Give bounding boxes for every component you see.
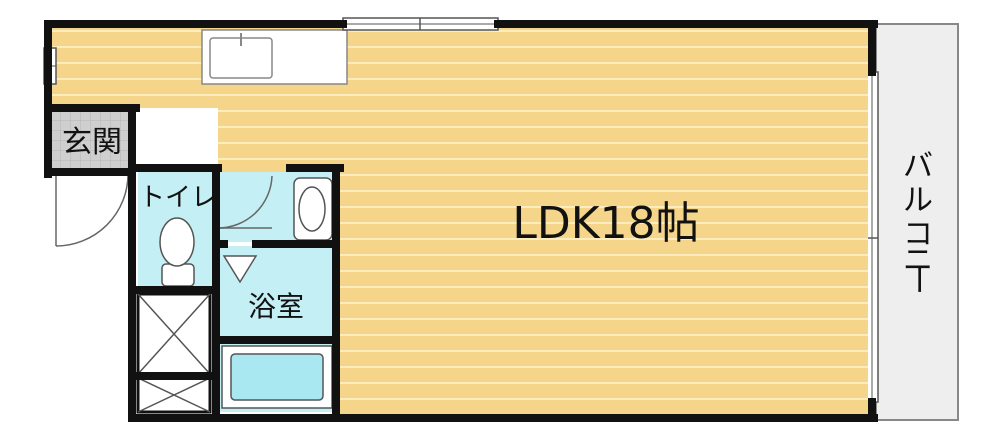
top-window	[342, 17, 499, 31]
toilet-label: トイレ	[139, 183, 217, 213]
balcony-label-char: ニ	[903, 243, 933, 278]
balcony-label-char: ー	[900, 265, 935, 295]
kitchen-counter	[201, 29, 348, 85]
entry-door	[55, 173, 130, 247]
balcony-label: バ ル コ ニ ー	[900, 149, 935, 295]
genkan-area	[52, 112, 132, 168]
washroom	[217, 172, 336, 242]
genkan-label: 玄関	[62, 125, 122, 160]
ldk-room	[52, 26, 868, 416]
balcony-label-char: バ	[903, 149, 933, 184]
balcony-label-char: ル	[903, 183, 933, 218]
toilet-room	[138, 172, 214, 288]
bathroom	[218, 246, 336, 412]
balcony	[865, 23, 959, 421]
balcony-label-char: コ	[903, 217, 933, 252]
ldk-label: LDK18帖	[512, 198, 699, 249]
walls	[44, 20, 878, 422]
bath-label: 浴室	[248, 290, 304, 323]
closet	[136, 292, 212, 414]
